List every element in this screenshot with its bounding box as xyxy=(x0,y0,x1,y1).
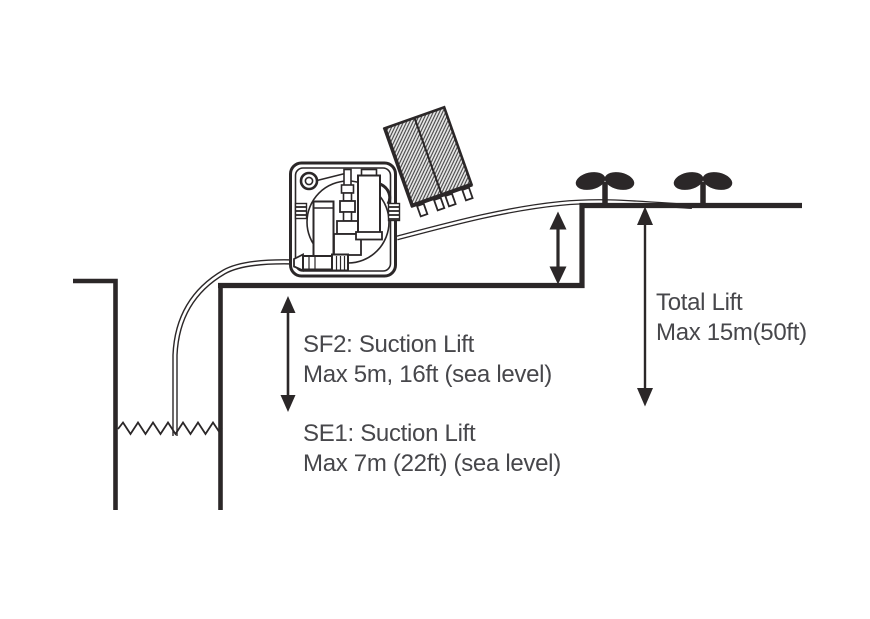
hose-fitting xyxy=(293,253,349,272)
gauge-link-line xyxy=(316,172,346,182)
pump-column xyxy=(333,168,362,256)
ground-profile xyxy=(218,202,802,289)
sf2-suction-lift-arrow xyxy=(280,296,296,412)
interior-hose xyxy=(379,182,392,205)
total-lift-label-line1: Total Lift xyxy=(656,289,743,316)
se1-label-line2: Max 7m (22ft) (sea level) xyxy=(303,450,561,477)
se1-label-line1: SE1: Suction Lift xyxy=(303,420,476,447)
pump-motor-cylinder xyxy=(312,200,335,258)
pump-box xyxy=(289,161,401,278)
solar-panel-bottom-edge xyxy=(410,182,473,209)
water-level-line xyxy=(117,420,223,436)
right-clip xyxy=(387,202,401,222)
total-lift-arrow xyxy=(637,206,653,407)
sf2-suction-lift-label: SF2: Suction Lift Max 5m, 16ft (sea leve… xyxy=(303,330,552,390)
plant-icon xyxy=(673,172,733,206)
pressure-gauge-center xyxy=(304,176,314,186)
accumulator-cylinder xyxy=(355,168,383,241)
solar-panel-left-edge xyxy=(382,126,415,208)
well xyxy=(73,278,223,510)
suction-pipe xyxy=(172,259,297,436)
solar-panel-divider xyxy=(413,117,443,196)
solar-panel-feet xyxy=(415,186,474,218)
left-clip xyxy=(294,202,308,220)
se1-suction-lift-label: SE1: Suction Lift Max 7m (22ft) (sea lev… xyxy=(303,419,561,479)
step-height-arrow xyxy=(549,211,567,285)
sf2-label-line2: Max 5m, 16ft (sea level) xyxy=(303,361,552,388)
plant-icon xyxy=(575,172,635,206)
total-lift-label-line2: Max 15m(50ft) xyxy=(656,319,807,346)
total-lift-label: Total Lift Max 15m(50ft) xyxy=(656,288,807,348)
solar-panel xyxy=(382,105,474,218)
well-left-wall xyxy=(73,278,118,510)
sf2-label-line1: SF2: Suction Lift xyxy=(303,331,474,358)
